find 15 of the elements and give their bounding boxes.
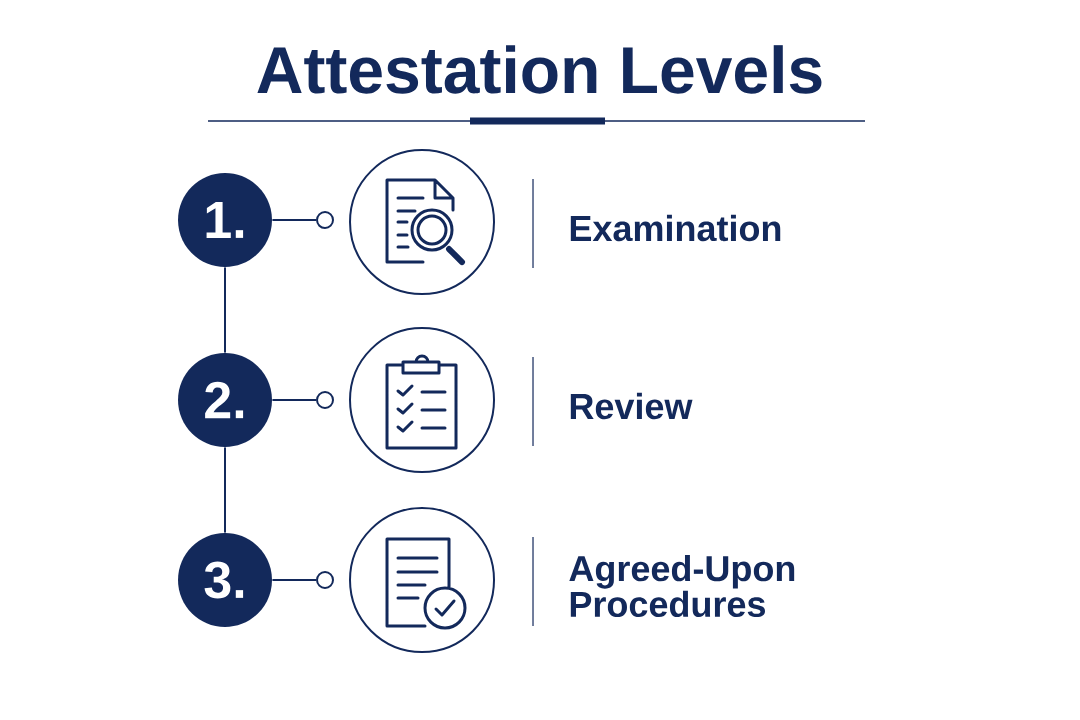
icon-circle	[349, 149, 495, 295]
title: Attestation Levels	[257, 45, 822, 94]
connector-dot	[316, 211, 334, 229]
level-label: Review	[570, 392, 693, 420]
connector-line	[271, 399, 317, 401]
icon-circle	[349, 507, 495, 653]
connector-line	[271, 219, 317, 221]
connector-dot	[316, 391, 334, 409]
connector-line	[224, 446, 226, 534]
connector-line	[271, 579, 317, 581]
level-label: Agreed-Upon Procedures	[569, 554, 795, 618]
connector-dot	[316, 571, 334, 589]
icon-circle	[349, 327, 495, 473]
connector-line	[224, 266, 226, 354]
level-label: Examination	[570, 214, 781, 242]
